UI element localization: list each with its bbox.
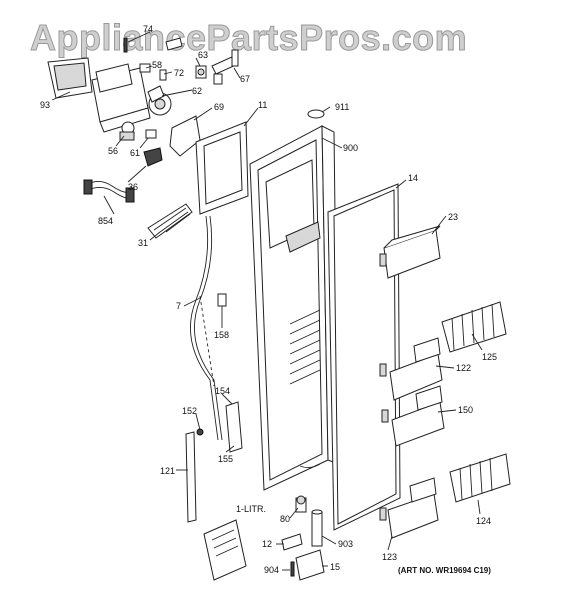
callout-911: 911 <box>335 102 349 112</box>
part-123-bin <box>379 477 439 539</box>
part-31-grille <box>147 203 193 239</box>
part-63 <box>195 65 207 79</box>
part-904 <box>290 561 295 577</box>
part-154 <box>225 401 243 453</box>
callout-62: 62 <box>192 86 202 96</box>
part-67 <box>211 49 239 85</box>
callout-67: 67 <box>240 74 250 84</box>
part-69 <box>169 115 201 157</box>
part-122-bin <box>379 337 443 401</box>
callout-58: 58 <box>152 60 162 70</box>
leader-lines <box>51 31 483 571</box>
callout-124: 124 <box>476 516 491 526</box>
callout-123: 123 <box>382 552 397 562</box>
part-11-frame <box>195 121 249 215</box>
part-158 <box>217 293 227 307</box>
part-150-bin <box>381 385 445 447</box>
part-74 <box>123 37 128 53</box>
callout-14: 14 <box>408 173 418 183</box>
part-58 <box>139 63 151 73</box>
callout-12: 12 <box>262 539 272 549</box>
callout-903: 903 <box>338 539 353 549</box>
callout-15: 15 <box>330 562 340 572</box>
part-911-cap <box>307 109 325 119</box>
part-56-bulb <box>119 121 135 141</box>
part-124-wire-shelf <box>449 453 511 503</box>
callout-72: 72 <box>174 68 184 78</box>
callout-labels: 74 58 72 63 67 93 62 69 11 911 900 56 61… <box>40 24 497 575</box>
part-900-door-panel <box>249 125 339 491</box>
callout-158: 158 <box>214 330 229 340</box>
callout-122: 122 <box>456 363 471 373</box>
callout-74: 74 <box>143 24 153 34</box>
art-number: (ART NO. WR19694 C19) <box>398 566 491 575</box>
callout-23: 23 <box>448 212 458 222</box>
callout-69: 69 <box>214 102 224 112</box>
part-72 <box>159 69 167 81</box>
part-125-wire-shelf <box>441 301 507 353</box>
part-61 <box>145 129 157 139</box>
part-14-gasket <box>327 183 401 531</box>
part-903 <box>311 509 323 547</box>
callout-93: 93 <box>40 100 50 110</box>
callout-63: 63 <box>198 50 208 60</box>
callout-1-litr: 1-LITR. <box>236 504 266 514</box>
callout-900: 900 <box>343 143 358 153</box>
callout-56: 56 <box>108 146 118 156</box>
callout-61: 61 <box>130 148 140 158</box>
callout-150: 150 <box>458 405 473 415</box>
callout-152: 152 <box>182 406 197 416</box>
callout-125: 125 <box>482 352 497 362</box>
callout-80: 80 <box>280 514 290 524</box>
part-23-bin <box>379 225 441 279</box>
callout-155: 155 <box>218 454 233 464</box>
part-121-strip <box>185 431 197 523</box>
callout-121: 121 <box>160 466 175 476</box>
callout-31: 31 <box>138 238 148 248</box>
callout-904: 904 <box>264 565 279 575</box>
part-854-harness <box>83 179 135 203</box>
callout-11: 11 <box>258 100 267 110</box>
part-15 <box>295 549 325 581</box>
part-1-litr-label <box>203 519 247 581</box>
callout-154: 154 <box>215 386 230 396</box>
watermark-text: AppliancePartsPros.com <box>30 17 467 58</box>
part-80 <box>295 495 307 513</box>
dispenser-housing <box>47 57 172 133</box>
part-12 <box>281 533 303 551</box>
callout-7: 7 <box>176 301 181 311</box>
part-36 <box>143 147 163 167</box>
callout-854: 854 <box>98 216 113 226</box>
part-small-clip <box>165 37 183 51</box>
callout-36: 36 <box>128 182 138 192</box>
